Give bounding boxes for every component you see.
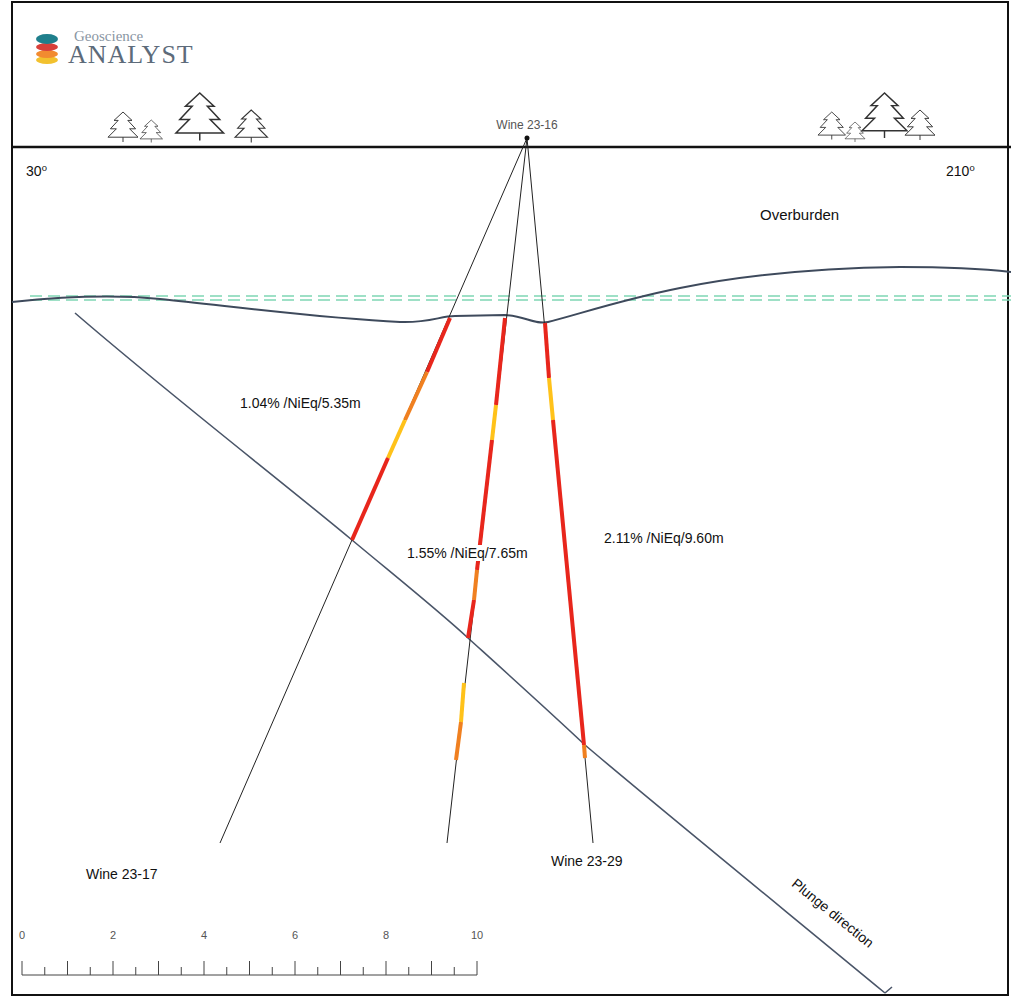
scale-bar [22,961,477,975]
collar [525,136,530,141]
assay-label: 1.04% /NiEq/5.35m [238,395,363,411]
scale-number: 0 [17,929,27,942]
azimuth-label: 210⁰ [944,163,977,179]
drill-traces [220,138,593,843]
water-table [30,295,1011,297]
scale-number: 6 [290,929,300,942]
plunge-label: Plunge direction [787,874,878,952]
frame [12,2,1008,995]
logo-text: ANALYST [66,40,196,70]
unit-label: Overburden [758,206,841,223]
azimuth-label: 30⁰ [24,163,49,179]
plunge-line [75,313,892,993]
scale-number: 10 [469,929,485,942]
hole-label: Wine 23-17 [84,866,160,882]
scale-number: 2 [108,929,118,942]
trees [108,93,935,143]
assay-label: 2.11% /NiEq/9.60m [602,530,726,546]
hole-label: Wine 23-29 [549,853,625,869]
assay-intervals [352,318,585,760]
scale-number: 8 [381,929,391,942]
logo-icon [36,34,58,64]
assay-label: 1.55% /NiEq/7.65m [405,545,530,561]
scale-number: 4 [199,929,209,942]
ground-surface [12,146,1011,149]
hole-label: Wine 23-16 [494,119,559,133]
